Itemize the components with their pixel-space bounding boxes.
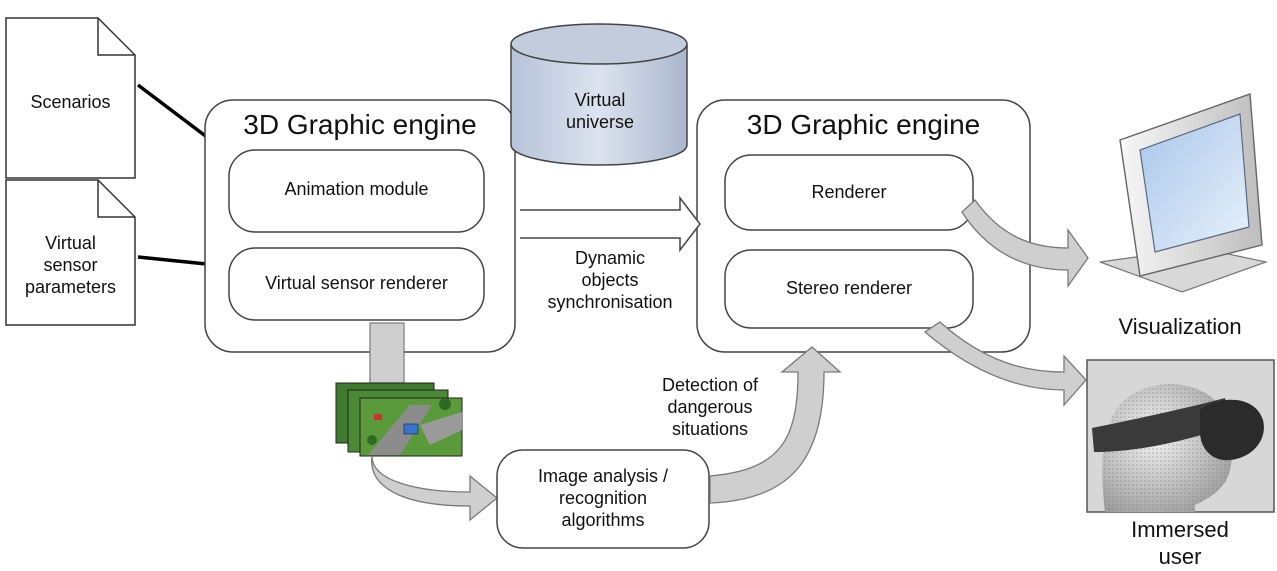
sensor-output-connector — [369, 322, 405, 384]
stereo-to-immersed-arrow — [923, 321, 1087, 407]
visualization-label: Visualization — [1118, 314, 1242, 339]
sync-arrow — [520, 195, 701, 253]
virtual-sensor-renderer-label: Virtual sensor renderer — [265, 273, 448, 293]
immersed-user-image — [1086, 359, 1275, 513]
camera-image-stack — [335, 382, 463, 457]
database-label: Virtual universe — [565, 90, 635, 132]
image-analysis-label: Image analysis / recognition algorithms — [537, 466, 669, 530]
animation-module-box — [228, 149, 485, 233]
left-engine-title: 3D Graphic engine — [243, 109, 477, 140]
images-to-analysis-arrow — [371, 455, 499, 522]
stereo-renderer-box — [724, 249, 974, 329]
detection-label: Detection of dangerous situations — [661, 375, 759, 439]
right-engine-title: 3D Graphic engine — [746, 109, 981, 140]
scenarios-document-icon — [5, 17, 136, 179]
animation-module-label: Animation module — [284, 179, 429, 199]
renderer-to-visualization-arrow — [961, 199, 1089, 289]
sensor-parameters-label: Virtual sensor parameters — [24, 233, 117, 297]
stereo-renderer-label: Stereo renderer — [785, 278, 913, 298]
database-icon — [510, 23, 688, 166]
renderer-label: Renderer — [811, 182, 887, 202]
sync-label: Dynamic objects synchronisation — [547, 248, 673, 312]
renderer-box — [724, 154, 974, 231]
scenarios-label: Scenarios — [30, 92, 111, 112]
virtual-sensor-renderer-box — [228, 247, 485, 321]
image-analysis-box — [496, 449, 710, 549]
immersed-user-label: Immersed user — [1131, 517, 1229, 569]
monitor-icon — [1099, 93, 1269, 293]
detection-arrow — [709, 346, 842, 504]
